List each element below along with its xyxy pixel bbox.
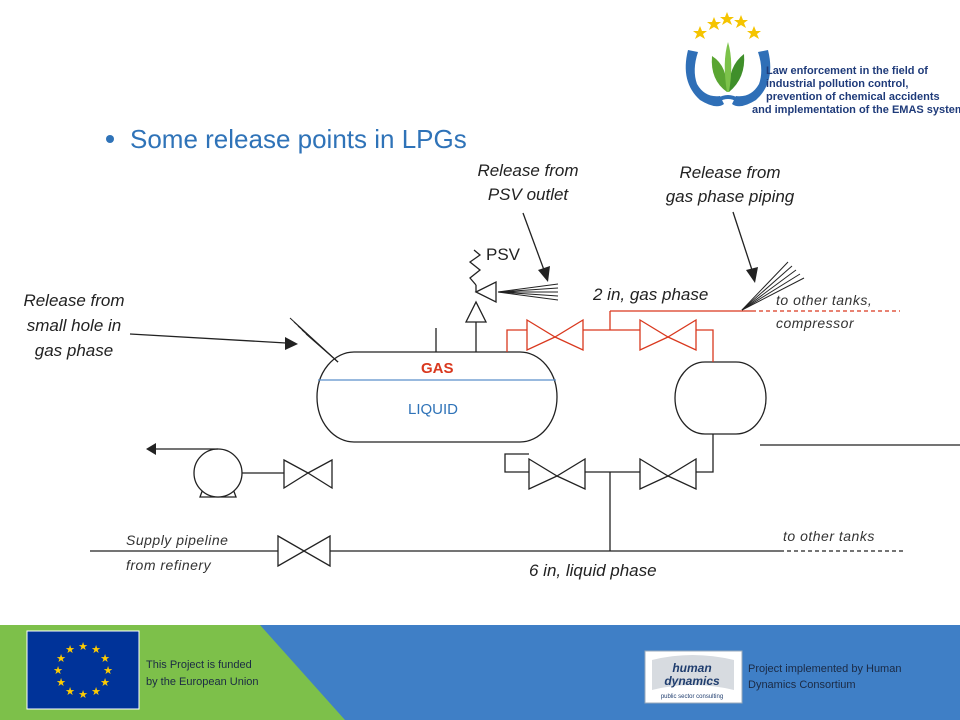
supply-pipeline-line-1: Supply pipeline xyxy=(126,532,228,548)
logo-text-line-2: industrial pollution control, xyxy=(766,78,908,90)
bullet-dot-icon xyxy=(106,135,114,143)
logo-text-line-1: Law enforcement in the field of xyxy=(766,65,928,77)
release-psv-line-1: Release from xyxy=(477,161,578,180)
footer: ★ ★ ★ ★ ★ ★ ★ ★ ★ ★ ★ ★ This Project is … xyxy=(0,625,960,720)
to-other-tanks-compressor-line-2: compressor xyxy=(776,315,855,331)
eu-flag-icon: ★ ★ ★ ★ ★ ★ ★ ★ ★ ★ ★ ★ xyxy=(26,630,140,710)
supply-pipeline-line-2: from refinery xyxy=(126,557,212,573)
svg-text:★: ★ xyxy=(100,677,110,689)
liquid-phase-piping xyxy=(90,434,960,552)
svg-text:★: ★ xyxy=(103,665,113,677)
gas-valve-1-icon xyxy=(526,318,584,352)
release-small-hole-arrow-icon xyxy=(285,337,298,350)
svg-text:★: ★ xyxy=(56,677,66,689)
svg-text:★: ★ xyxy=(91,686,101,698)
hd-logo-text-1: human xyxy=(672,661,711,675)
release-small-hole-line-1: Release from xyxy=(23,291,124,310)
implemented-text-line-2: Dynamics Consortium xyxy=(748,679,856,691)
hd-logo-text-3: public sector consulting xyxy=(661,694,723,700)
to-other-tanks-label: to other tanks xyxy=(783,528,875,544)
svg-text:★: ★ xyxy=(65,644,75,656)
bullet-heading: Some release points in LPGs xyxy=(106,124,467,154)
svg-text:★: ★ xyxy=(100,653,110,665)
pump-valve-icon xyxy=(283,458,333,490)
release-gas-piping-callout: Release from gas phase piping xyxy=(666,163,795,283)
gas-phase-piping xyxy=(506,310,900,362)
liquid-line-label: 6 in, liquid phase xyxy=(529,561,657,580)
second-tank xyxy=(674,361,767,435)
release-small-hole-line-2: small hole in xyxy=(27,316,122,335)
liquid-valve-2-icon xyxy=(639,457,697,491)
supply-valve-icon xyxy=(277,534,331,568)
release-psv-line-2: PSV outlet xyxy=(488,185,570,204)
bullet-text: Some release points in LPGs xyxy=(130,124,467,154)
svg-text:★: ★ xyxy=(78,689,88,701)
tank-gas-label: GAS xyxy=(421,360,454,377)
pump-icon xyxy=(150,448,284,498)
svg-text:★: ★ xyxy=(91,644,101,656)
funded-text-line-2: by the European Union xyxy=(146,676,259,688)
psv-release-plume-icon xyxy=(497,283,559,301)
psv-label: PSV xyxy=(486,245,521,264)
human-dynamics-logo: human dynamics public sector consulting xyxy=(644,650,743,704)
svg-text:★: ★ xyxy=(78,641,88,653)
liquid-valve-1-icon xyxy=(528,457,586,491)
gas-line-label: 2 in, gas phase xyxy=(592,285,708,304)
logo-stars-icon xyxy=(693,12,761,39)
release-gas-piping-arrow-icon xyxy=(746,267,758,283)
svg-text:★: ★ xyxy=(56,653,66,665)
release-psv-arrow-icon xyxy=(538,266,550,282)
logo-hands-leaves-icon xyxy=(685,42,771,107)
svg-text:★: ★ xyxy=(65,686,75,698)
release-small-hole-callout: Release from small hole in gas phase xyxy=(23,291,298,360)
to-other-tanks-compressor-line-1: to other tanks, xyxy=(776,292,872,308)
pump-outlet-arrow-icon xyxy=(146,443,156,455)
logo-text-line-4: and implementation of the EMAS system xyxy=(752,104,960,116)
implemented-text-line-1: Project implemented by Human xyxy=(748,663,901,675)
project-logo: Law enforcement in the field of industri… xyxy=(685,12,960,116)
psv-valve-icon xyxy=(464,249,497,352)
logo-text-line-3: prevention of chemical accidents xyxy=(766,91,940,103)
release-gas-piping-line-1: Release from xyxy=(679,163,780,182)
small-hole-release-plume-icon xyxy=(289,317,339,363)
main-tank: GAS LIQUID xyxy=(316,328,558,443)
release-small-hole-line-3: gas phase xyxy=(35,341,113,360)
tank-liquid-label: LIQUID xyxy=(408,401,458,418)
hd-logo-text-2: dynamics xyxy=(664,674,720,688)
release-gas-piping-line-2: gas phase piping xyxy=(666,187,795,206)
gas-valve-2-icon xyxy=(639,318,697,352)
svg-text:★: ★ xyxy=(53,665,63,677)
gas-piping-release-plume-icon xyxy=(741,261,805,311)
release-psv-callout: Release from PSV outlet xyxy=(477,161,579,282)
funded-text-line-1: This Project is funded xyxy=(146,659,252,671)
